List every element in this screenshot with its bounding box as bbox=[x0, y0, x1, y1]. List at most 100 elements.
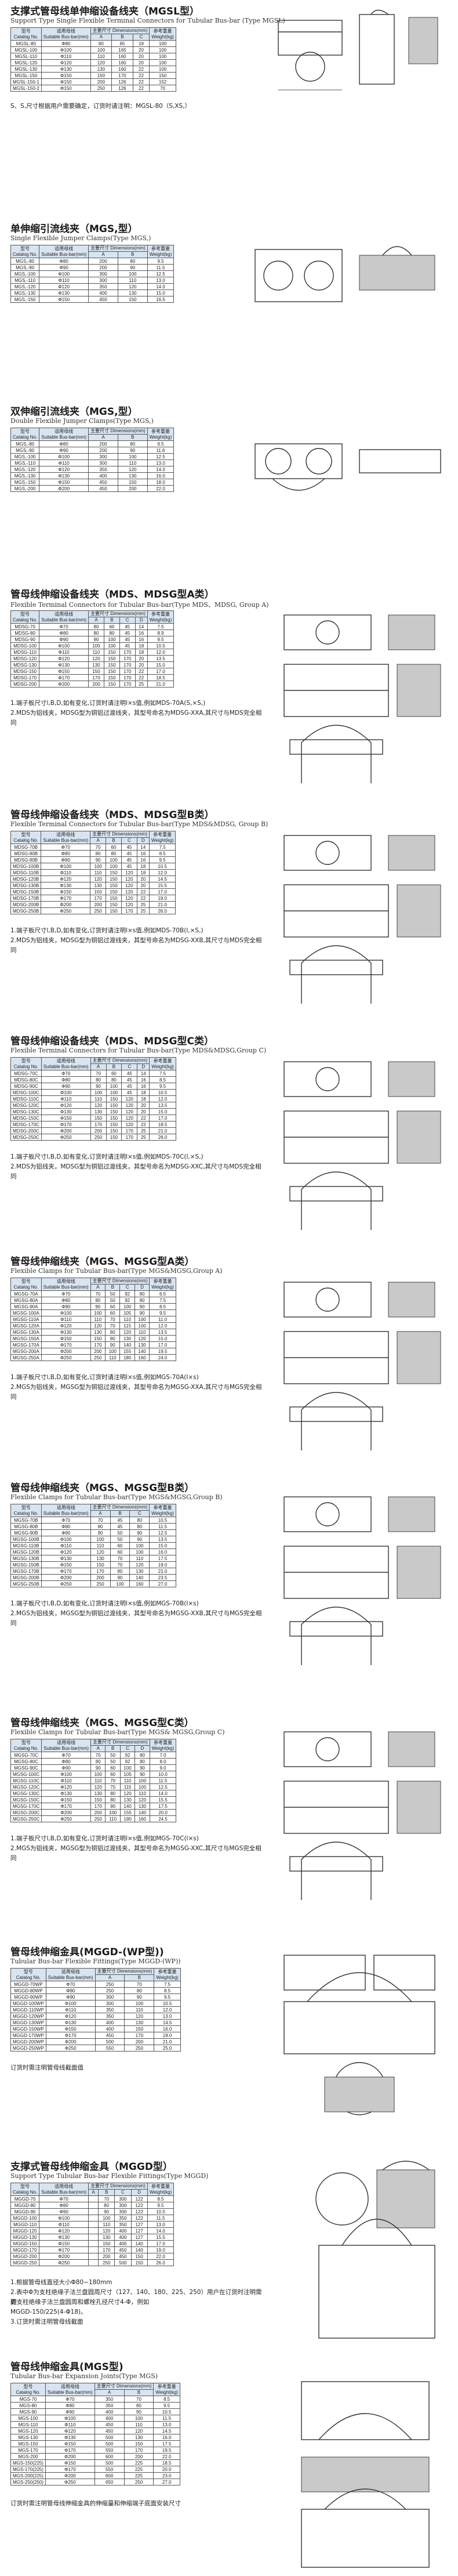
table-cell: 80 bbox=[88, 623, 104, 630]
table-cell bbox=[88, 2246, 99, 2253]
header-dim-letter: B bbox=[105, 1284, 121, 1291]
table-cell: Φ250 bbox=[41, 1815, 92, 1822]
table-cell: 90 bbox=[135, 1771, 150, 1778]
table-cell: 17.0 bbox=[147, 2240, 175, 2247]
table-cell: 70 bbox=[90, 1070, 107, 1077]
table-cell: 500 bbox=[94, 2459, 125, 2466]
table-cell: 120 bbox=[117, 466, 148, 473]
table-cell: MDSG-100C bbox=[10, 1089, 42, 1096]
header-bus-cn: 适用母线 bbox=[56, 831, 75, 837]
table-cell: MGGD-80WP bbox=[10, 1987, 46, 1994]
table-cell: 200 bbox=[90, 1348, 106, 1355]
table-cell: 80 bbox=[90, 1758, 106, 1765]
header-dimensions: 主要尺寸 Dimensions(mm) bbox=[90, 1739, 150, 1746]
table-cell: 50 bbox=[110, 1529, 130, 1536]
header-catalog-cn: 型号 bbox=[21, 1278, 31, 1284]
table-cell: 90 bbox=[124, 1993, 155, 2000]
table-cell: MGSG-130B bbox=[10, 1555, 42, 1562]
table-cell: 25 bbox=[137, 1127, 150, 1134]
table-cell bbox=[88, 2202, 99, 2209]
table-cell: 24.5 bbox=[149, 1815, 177, 1822]
table-cell: Φ250 bbox=[45, 2045, 96, 2052]
table-cell: Φ130 bbox=[41, 1108, 91, 1115]
table-cell: 12.0 bbox=[149, 1095, 176, 1102]
table-cell: 127 bbox=[130, 2221, 148, 2228]
table-cell: 150 bbox=[123, 2440, 154, 2447]
product-drawing bbox=[278, 609, 446, 783]
table-cell: Φ100 bbox=[41, 863, 91, 870]
header-dims-cn: 主要尺寸 bbox=[92, 831, 111, 837]
table-cell bbox=[88, 2234, 99, 2241]
table-cell: 80 bbox=[135, 1758, 150, 1765]
table-cell: 70 bbox=[98, 2195, 115, 2202]
table-cell: MGS,-110 bbox=[10, 460, 40, 466]
table-cell: 350 bbox=[94, 2396, 125, 2403]
section-note: 1.端子板尺寸l,B,D,如有变化,订货时请注明l×s值,例如MDS-70A(S… bbox=[10, 700, 206, 707]
table-cell: 100 bbox=[135, 1777, 150, 1784]
table-cell: MGGD-170WP bbox=[10, 2032, 46, 2039]
table-cell: MGS,-100 bbox=[10, 453, 40, 460]
table-cell: 120 bbox=[119, 1790, 136, 1797]
table-cell: Φ90 bbox=[45, 2408, 95, 2415]
table-cell: Φ80 bbox=[41, 40, 91, 47]
header-dim-letter: B bbox=[98, 2189, 115, 2196]
table-cell: 90 bbox=[90, 856, 107, 863]
table-cell: 150 bbox=[106, 1095, 122, 1102]
product-section: 管母线伸缩线夹（MGS、MGSG型A类）Flexible Clamps for … bbox=[0, 1253, 458, 1479]
table-cell: 100 bbox=[90, 1089, 107, 1096]
section-title: 管母线伸缩线夹（MGS、MGSG型C类） bbox=[10, 1717, 194, 1729]
header-dim-letter: D bbox=[135, 1745, 150, 1752]
section-subtitle: Support Type Tubular Bus-bar Flexible Fi… bbox=[10, 2172, 209, 2180]
header-dim-letter: D bbox=[137, 1063, 150, 1070]
table-cell: 17.0 bbox=[147, 668, 175, 675]
table-cell: 550 bbox=[94, 2045, 125, 2052]
table-cell: MGSG-170A bbox=[10, 1341, 42, 1348]
table-cell: Φ80 bbox=[41, 850, 91, 857]
header-dim-letter: B bbox=[117, 251, 148, 258]
table-cell: 45 bbox=[119, 629, 136, 636]
table-cell: Φ170 bbox=[41, 1341, 91, 1348]
table-cell: 26.0 bbox=[148, 907, 176, 914]
table-cell: 170 bbox=[90, 1121, 107, 1128]
table-cell: 200 bbox=[90, 78, 112, 85]
section-title: 单伸缩引流线夹（MGS,型） bbox=[10, 223, 138, 235]
table-cell: 80 bbox=[105, 1790, 121, 1797]
table-cell: 400 bbox=[94, 2415, 125, 2422]
table-cell: 160 bbox=[111, 66, 133, 73]
table-cell: 150 bbox=[124, 2025, 155, 2032]
table-cell: 13.0 bbox=[147, 277, 175, 284]
table-cell: 150 bbox=[103, 681, 120, 688]
table-cell: Φ250 bbox=[45, 2479, 95, 2485]
table-cell: 22 bbox=[132, 85, 150, 92]
table-cell: Φ170 bbox=[41, 1803, 92, 1810]
header-weight-cn: 参考重量 bbox=[151, 428, 170, 434]
header-dims-cn: 主要尺寸 bbox=[92, 1278, 111, 1283]
table-cell: 12.0 bbox=[154, 2006, 181, 2013]
table-cell: 13.5 bbox=[149, 1329, 176, 1336]
section-title: 管母线伸缩金具(MGGD-(WP型)) bbox=[10, 1947, 164, 1958]
table-cell: Φ170 bbox=[41, 895, 91, 902]
header-dimensions: 主要尺寸 Dimensions(mm) bbox=[88, 610, 148, 617]
table-cell: 90 bbox=[134, 1309, 150, 1316]
table-cell: 15.0 bbox=[147, 290, 175, 296]
header-dims-cn: 主要尺寸 bbox=[92, 1504, 111, 1510]
